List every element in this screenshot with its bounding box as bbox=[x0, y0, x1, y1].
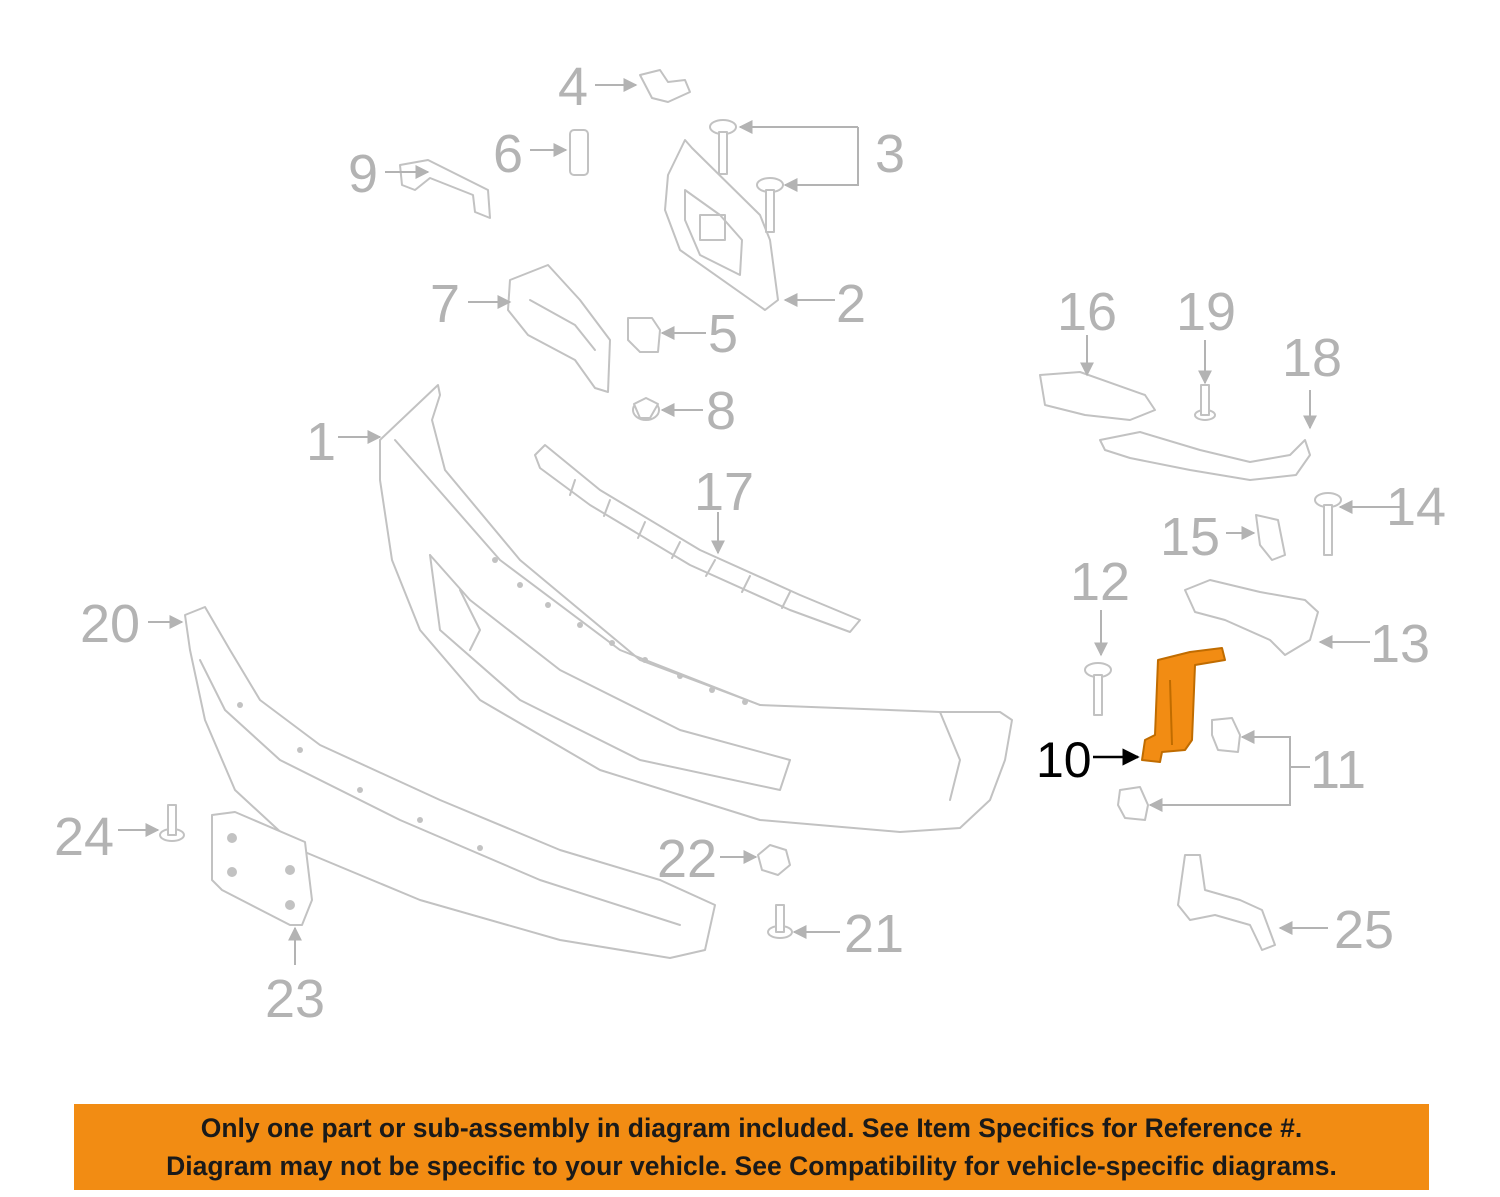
disclaimer-banner: Only one part or sub-assembly in diagram… bbox=[74, 1104, 1429, 1190]
callout-22: 22 bbox=[657, 829, 717, 889]
callout-1: 1 bbox=[306, 412, 336, 472]
clip bbox=[639, 69, 691, 103]
parts-diagram: 4 3 6 9 2 7 5 8 1 17 16 19 18 14 15 12 1… bbox=[54, 57, 1446, 1029]
side-strip bbox=[1099, 431, 1311, 481]
callout-9: 9 bbox=[348, 144, 378, 204]
upper-strip bbox=[534, 444, 861, 633]
callout-11: 11 bbox=[1310, 740, 1366, 800]
bracket bbox=[399, 159, 491, 219]
callout-16: 16 bbox=[1057, 282, 1117, 342]
callout-10: 10 bbox=[1036, 732, 1092, 788]
callout-5: 5 bbox=[708, 304, 738, 364]
callout-23: 23 bbox=[265, 969, 325, 1029]
lower-valance bbox=[184, 606, 716, 959]
callout-12: 12 bbox=[1070, 552, 1130, 612]
highlighted-bracket-10 bbox=[1141, 647, 1226, 763]
clips-11 bbox=[1117, 717, 1241, 821]
leader-lines bbox=[118, 78, 1400, 965]
disclaimer-line-1: Only one part or sub-assembly in diagram… bbox=[200, 1113, 1303, 1143]
push-pin bbox=[632, 397, 660, 421]
license-bracket bbox=[664, 139, 779, 311]
callout-17: 17 bbox=[694, 462, 754, 522]
callout-6: 6 bbox=[493, 124, 523, 184]
clip-15 bbox=[1255, 514, 1286, 561]
callout-21: 21 bbox=[844, 904, 904, 964]
bumper-face-bar bbox=[379, 384, 1013, 833]
mount-bracket bbox=[507, 264, 611, 393]
callout-18: 18 bbox=[1282, 328, 1342, 388]
callout-3: 3 bbox=[875, 124, 905, 184]
side-bracket bbox=[1039, 371, 1156, 421]
callout-15: 15 bbox=[1160, 507, 1220, 567]
push-pin-24 bbox=[159, 804, 185, 842]
callout-4: 4 bbox=[558, 57, 588, 117]
callout-20: 20 bbox=[80, 594, 140, 654]
callout-25: 25 bbox=[1334, 900, 1394, 960]
callout-2: 2 bbox=[836, 274, 866, 334]
bolts bbox=[709, 119, 784, 233]
reinforcement-plate bbox=[211, 811, 313, 926]
callout-19: 19 bbox=[1176, 282, 1236, 342]
shield-13 bbox=[1184, 579, 1319, 656]
callout-13: 13 bbox=[1370, 614, 1430, 674]
callout-8: 8 bbox=[706, 381, 736, 441]
nut-clip bbox=[627, 317, 661, 353]
callout-14: 14 bbox=[1386, 477, 1446, 537]
callout-24: 24 bbox=[54, 807, 114, 867]
callout-7: 7 bbox=[430, 274, 460, 334]
bolt-12 bbox=[1084, 662, 1112, 716]
push-pin-21 bbox=[767, 904, 793, 939]
pin bbox=[1194, 384, 1216, 421]
small-plate bbox=[569, 129, 589, 176]
nut-22 bbox=[757, 844, 791, 876]
bracket-25 bbox=[1177, 854, 1276, 951]
disclaimer-line-2: Diagram may not be specific to your vehi… bbox=[166, 1151, 1337, 1181]
bolt-14 bbox=[1314, 492, 1342, 556]
